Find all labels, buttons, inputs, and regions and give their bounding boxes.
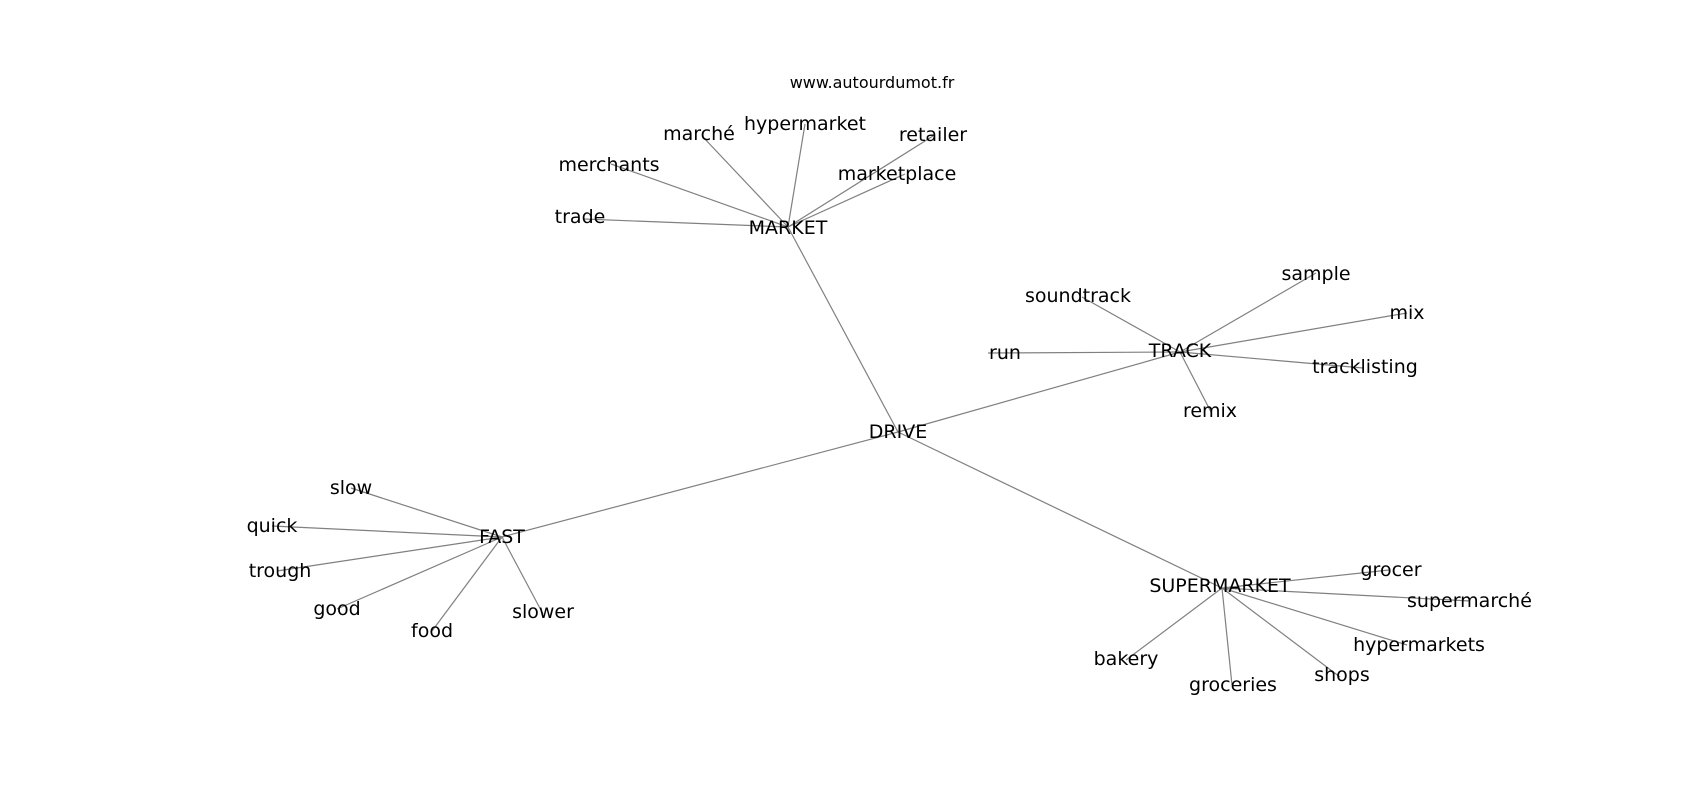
- node-marketplace: marketplace: [838, 163, 957, 185]
- edge-supermarket-bakery: [1125, 587, 1223, 661]
- edge-fast-slower: [501, 536, 544, 615]
- edge-market-marketplace: [787, 173, 906, 228]
- node-supermarche: supermarché: [1407, 590, 1532, 612]
- node-drive: DRIVE: [869, 421, 927, 443]
- edge-fast-slow: [350, 487, 503, 538]
- edge-fast-trough: [276, 536, 503, 572]
- edge-market-merchants: [610, 163, 789, 228]
- edge-track-sample: [1179, 272, 1317, 353]
- edge-market-trade: [583, 218, 789, 228]
- node-track: TRACK: [1148, 340, 1212, 362]
- edge-supermarket-shops: [1221, 587, 1341, 678]
- node-sample: sample: [1281, 263, 1350, 285]
- edge-supermarket-groceries: [1221, 587, 1233, 686]
- node-bakery: bakery: [1094, 648, 1159, 670]
- edge-market-marche: [702, 136, 789, 228]
- edge-drive-supermarket: [897, 431, 1223, 589]
- node-groceries: groceries: [1189, 674, 1277, 696]
- site-label: www.autourdumot.fr: [790, 73, 955, 92]
- node-shops: shops: [1314, 664, 1370, 686]
- node-market: MARKET: [749, 217, 828, 239]
- edge-market-hypermarket: [787, 123, 806, 228]
- node-retailer: retailer: [899, 124, 967, 146]
- node-marche: marché: [663, 123, 735, 145]
- node-quick: quick: [247, 515, 298, 537]
- edge-supermarket-supermarche: [1221, 587, 1471, 602]
- edge-track-soundtrack: [1081, 296, 1181, 353]
- edge-track-tracklisting: [1179, 351, 1364, 369]
- node-fast: FAST: [479, 526, 525, 548]
- edge-fast-food: [431, 536, 503, 632]
- node-good: good: [313, 598, 360, 620]
- nodes-layer: DRIVE MARKET TRACK FAST SUPERMARKET marché hyp…: [247, 113, 1532, 696]
- edge-drive-track: [897, 351, 1181, 433]
- node-hypermarket: hypermarket: [744, 113, 866, 135]
- node-merchants: merchants: [558, 154, 659, 176]
- node-trough: trough: [249, 560, 312, 582]
- edge-fast-quick: [271, 525, 503, 538]
- edge-market-retailer: [787, 135, 934, 228]
- node-tracklisting: tracklisting: [1312, 356, 1418, 378]
- node-hypermarkets: hypermarkets: [1353, 634, 1485, 656]
- edge-drive-fast: [501, 431, 899, 538]
- node-mix: mix: [1389, 302, 1424, 324]
- node-soundtrack: soundtrack: [1025, 285, 1131, 307]
- edge-drive-market: [787, 226, 899, 433]
- edge-supermarket-hypermarkets: [1221, 587, 1408, 646]
- node-slow: slow: [330, 477, 372, 499]
- edge-supermarket-grocer: [1221, 569, 1390, 589]
- node-slower: slower: [512, 601, 574, 623]
- edge-track-run: [987, 351, 1181, 354]
- node-trade: trade: [555, 206, 606, 228]
- node-run: run: [989, 342, 1021, 364]
- node-food: food: [411, 620, 453, 642]
- node-remix: remix: [1183, 400, 1237, 422]
- edge-fast-good: [336, 536, 503, 610]
- edges-layer: [271, 123, 1471, 686]
- edge-track-mix: [1179, 312, 1408, 353]
- node-grocer: grocer: [1360, 559, 1421, 581]
- node-supermarket: SUPERMARKET: [1149, 575, 1291, 597]
- edge-track-remix: [1179, 351, 1212, 413]
